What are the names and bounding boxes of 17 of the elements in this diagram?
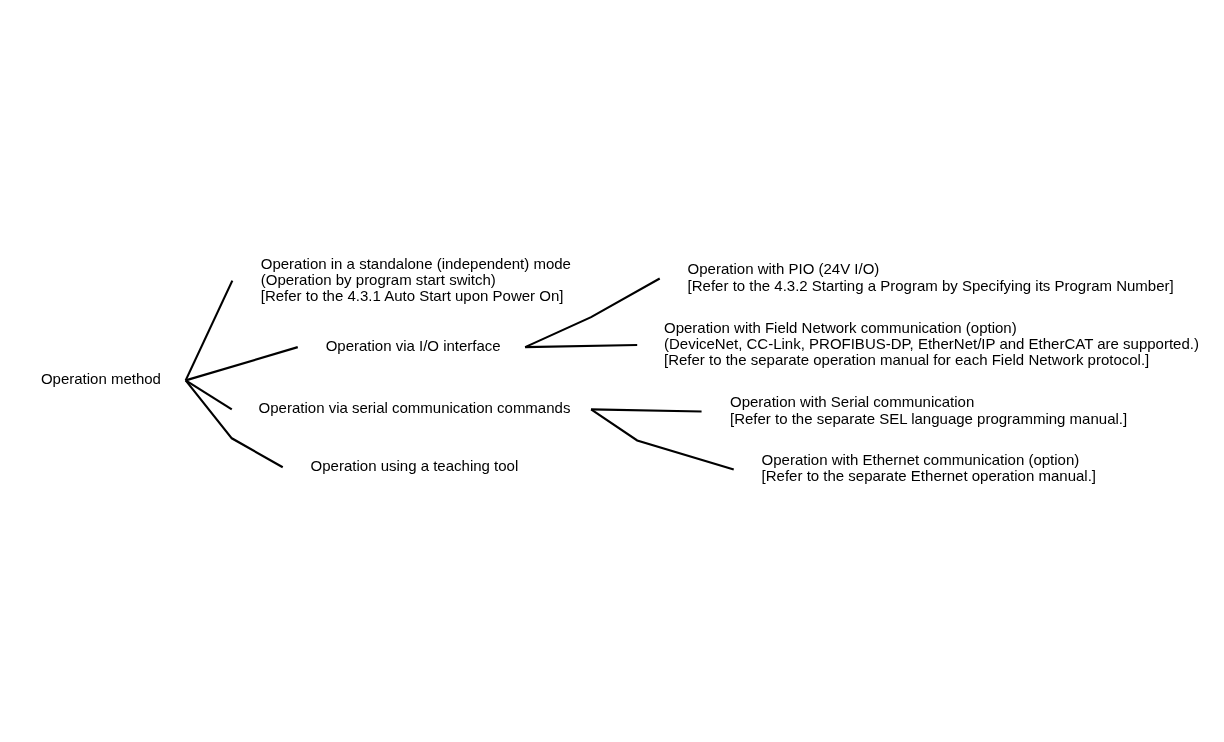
connector: [185, 379, 233, 411]
node-text: Operation using a teaching tool: [310, 457, 519, 475]
connector: [591, 408, 702, 413]
node-text: Operation with Serial communication [Refer to the separate SEL language programming manual.]: [729, 393, 1128, 427]
connector: [590, 408, 735, 471]
node-text: Operation via serial communication commands: [258, 399, 571, 417]
connector: [184, 280, 234, 381]
node-text: Operation with Ethernet communication (option) [Refer to the separate Ethernet operation manual.]: [761, 451, 1096, 485]
node-text: Operation with Field Network communication (option) (DeviceNet, CC-Link, PROFIBUS-DP, EtherNet/IP and EtherCAT are supported.) [Refer to the separate operation manual for each Field Network protocol.]: [664, 318, 1199, 369]
node-text: Operation method: [40, 370, 161, 388]
connector: [185, 346, 299, 382]
node-text: Operation in a standalone (independent) mode (Operation by program start switch) [Refer to the 4.3.1 Auto Start upon Power On]: [260, 254, 571, 304]
node-text: Operation via I/O interface: [325, 337, 501, 355]
node-text: Operation with PIO (24V I/O) [Refer to the 4.3.2 Starting a Program by Specifying its Program Number]: [687, 260, 1174, 294]
connector: [525, 343, 638, 349]
connector: [184, 379, 284, 469]
connector: [524, 277, 661, 349]
